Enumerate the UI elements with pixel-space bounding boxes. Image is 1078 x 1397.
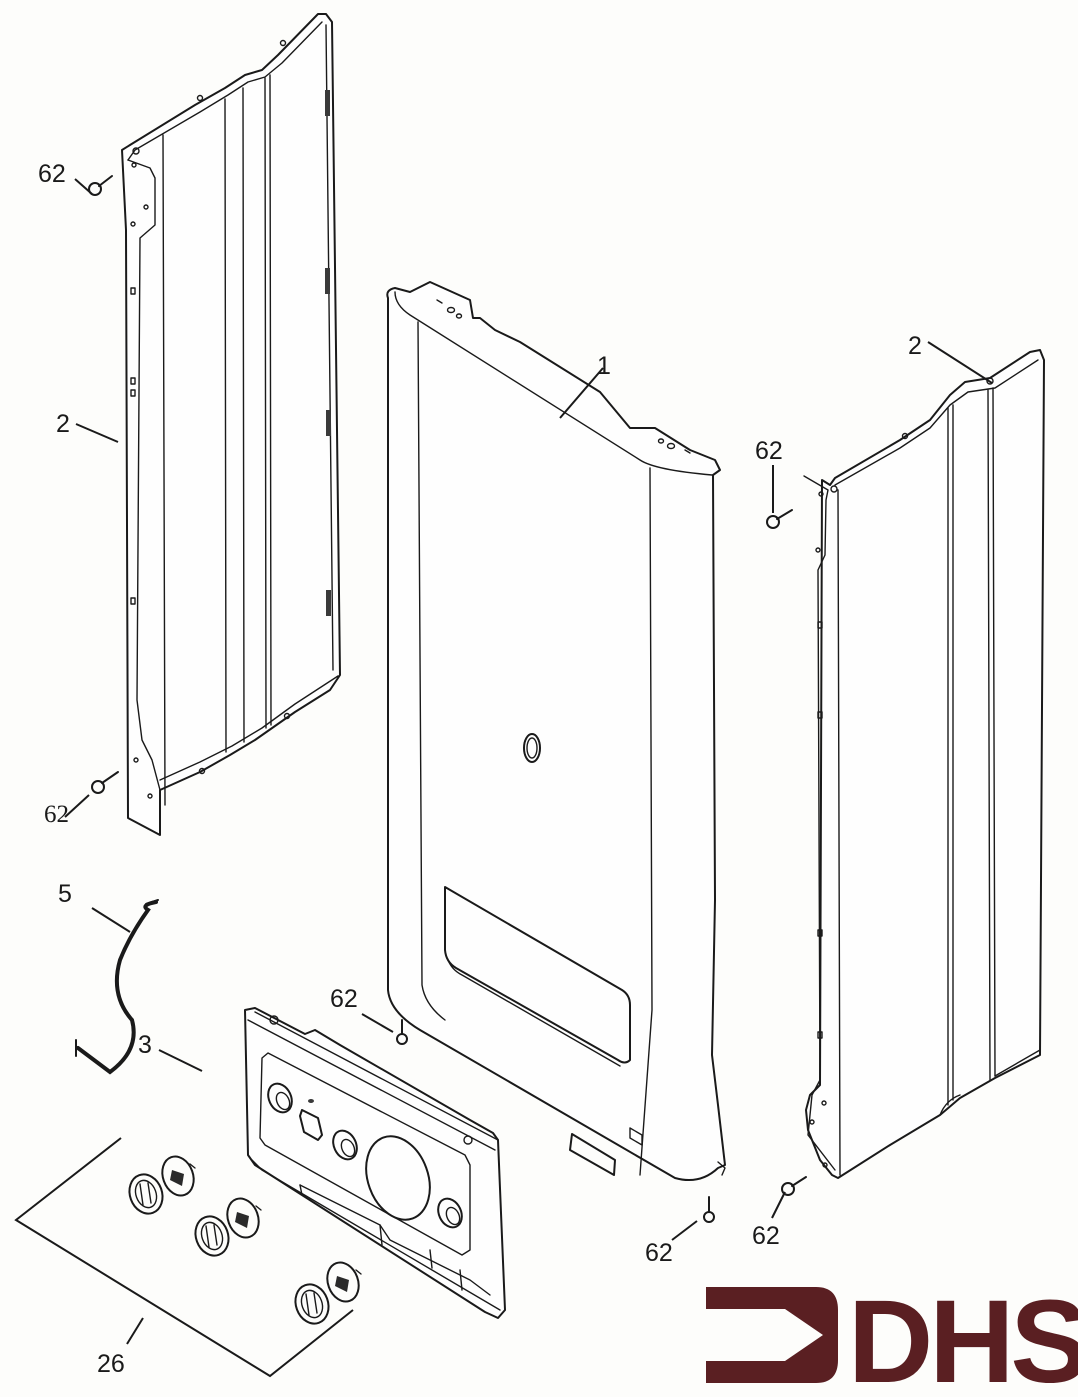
leader-line — [927, 341, 993, 384]
leader-line — [74, 178, 93, 195]
logo-text: DHS — [848, 1276, 1078, 1397]
leader-line — [559, 367, 604, 419]
callout-62-left-bottom: 62 — [44, 801, 69, 828]
knob-pair-2[interactable] — [190, 1194, 264, 1260]
screw-center-mid[interactable] — [396, 1019, 408, 1045]
screw-left-top[interactable] — [88, 175, 113, 196]
callout-2-right: 2 — [908, 332, 922, 360]
callout-62-right-top: 62 — [755, 437, 783, 465]
callout-62-center-bottom: 62 — [645, 1239, 673, 1267]
callout-62-left-top: 62 — [38, 160, 66, 188]
knob-pair-3[interactable] — [290, 1258, 364, 1328]
front-panel[interactable] — [386, 281, 726, 1181]
leader-line — [126, 1317, 144, 1345]
leader-line — [64, 794, 90, 818]
arrow-right-icon — [706, 1287, 838, 1383]
screw-left-bottom[interactable] — [91, 771, 119, 794]
screw-center-bottom[interactable] — [703, 1196, 715, 1223]
screw-right-top[interactable] — [766, 509, 793, 529]
callout-2-left: 2 — [56, 410, 70, 438]
callout-62-right-bottom: 62 — [752, 1222, 780, 1250]
leader-line — [361, 1013, 394, 1033]
callout-1-front-panel: 1 — [597, 352, 611, 380]
grommet-hole — [523, 733, 541, 763]
screw-right-bottom[interactable] — [781, 1176, 807, 1196]
cable[interactable] — [75, 899, 159, 1075]
callout-5-cable: 5 — [58, 880, 72, 908]
dhs-logo: DHS — [706, 1276, 1078, 1397]
callout-62-center-mid: 62 — [330, 985, 358, 1013]
knob-set[interactable] — [14, 1137, 364, 1378]
display-window — [365, 1135, 431, 1221]
callout-26-knobs: 26 — [97, 1350, 125, 1378]
control-fascia[interactable] — [244, 1007, 506, 1319]
leader-line — [158, 1049, 203, 1072]
leader-line — [671, 1220, 698, 1241]
side-panel-right[interactable] — [803, 349, 1045, 1179]
knob-pair-1[interactable] — [124, 1152, 199, 1218]
leader-line — [75, 423, 119, 443]
leader-line — [91, 907, 131, 933]
leader-line — [771, 1191, 786, 1219]
callout-3-fascia: 3 — [138, 1031, 152, 1059]
side-panel-left[interactable] — [121, 13, 341, 836]
